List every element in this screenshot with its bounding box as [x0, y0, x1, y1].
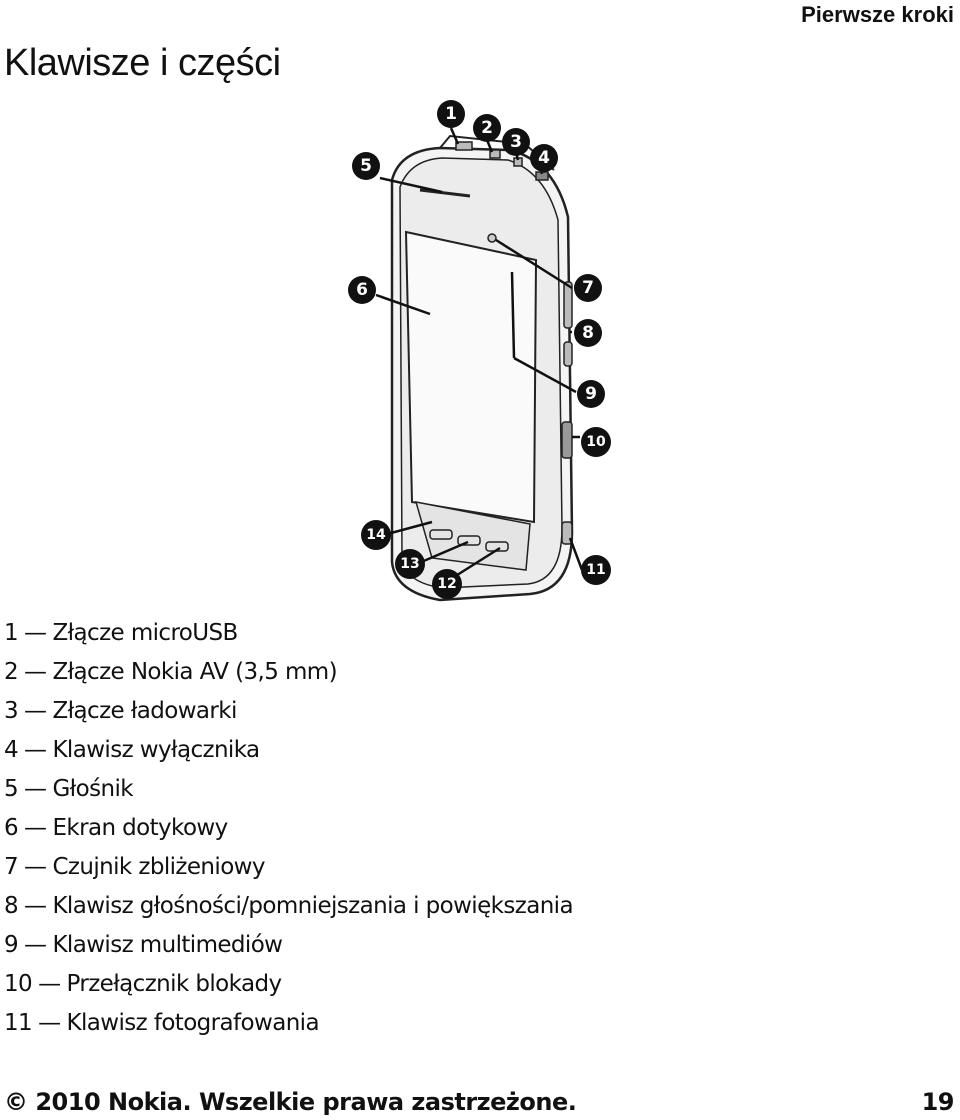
separator: — — [24, 737, 47, 763]
part-label: Klawisz wyłącznika — [52, 737, 260, 763]
separator: — — [38, 971, 61, 997]
page-number: 19 — [921, 1088, 955, 1116]
page-title: Klawisze i części — [4, 42, 281, 84]
svg-text:12: 12 — [437, 576, 456, 592]
part-label: Klawisz fotografowania — [66, 1010, 319, 1036]
list-item: 2—Złącze Nokia AV (3,5 mm) — [4, 653, 573, 692]
part-number: 8 — [4, 893, 19, 919]
svg-text:8: 8 — [582, 323, 594, 343]
svg-text:2: 2 — [481, 118, 493, 138]
list-item: 9—Klawisz multimediów — [4, 926, 573, 965]
callout-5: 5 — [352, 152, 380, 180]
svg-text:6: 6 — [356, 280, 368, 300]
svg-text:14: 14 — [366, 527, 386, 543]
svg-text:10: 10 — [586, 434, 606, 450]
svg-text:1: 1 — [445, 104, 457, 124]
part-number: 5 — [4, 776, 19, 802]
part-number: 1 — [4, 620, 19, 646]
part-number: 7 — [4, 854, 19, 880]
separator: — — [24, 659, 47, 685]
part-label: Złącze Nokia AV (3,5 mm) — [52, 659, 337, 685]
phone-illustration: 1 2 3 4 5 6 7 8 9 10 11 12 13 14 — [348, 100, 611, 602]
separator: — — [24, 893, 47, 919]
separator: — — [24, 815, 47, 841]
callout-8: 8 — [574, 319, 602, 347]
part-label: Czujnik zbliżeniowy — [52, 854, 265, 880]
list-item: 1—Złącze microUSB — [4, 614, 573, 653]
part-number: 10 — [4, 971, 33, 997]
separator: — — [24, 698, 47, 724]
part-number: 9 — [4, 932, 19, 958]
part-number: 2 — [4, 659, 19, 685]
list-item: 3—Złącze ładowarki — [4, 692, 573, 731]
list-item: 7—Czujnik zbliżeniowy — [4, 848, 573, 887]
separator: — — [38, 1010, 61, 1036]
phone-body — [390, 134, 574, 602]
part-label: Przełącznik blokady — [66, 971, 282, 997]
list-item: 11—Klawisz fotografowania — [4, 1004, 573, 1043]
separator: — — [24, 776, 47, 802]
callout-7: 7 — [574, 274, 602, 302]
copyright-text: © 2010 Nokia. Wszelkie prawa zastrzeżone… — [4, 1088, 577, 1116]
svg-text:13: 13 — [400, 556, 419, 572]
svg-text:7: 7 — [582, 278, 594, 298]
callout-4: 4 — [530, 144, 558, 172]
part-label: Złącze ładowarki — [52, 698, 237, 724]
list-item: 4—Klawisz wyłącznika — [4, 731, 573, 770]
part-label: Głośnik — [52, 776, 133, 802]
callout-14: 14 — [361, 520, 391, 550]
separator: — — [24, 854, 47, 880]
part-label: Klawisz multimediów — [52, 932, 283, 958]
parts-list: 1—Złącze microUSB 2—Złącze Nokia AV (3,5… — [4, 614, 574, 1043]
callout-13: 13 — [395, 549, 425, 579]
callout-6: 6 — [348, 276, 376, 304]
list-item: 8—Klawisz głośności/pomniejszania i powi… — [4, 887, 574, 926]
callout-2: 2 — [473, 114, 501, 142]
separator: — — [24, 932, 47, 958]
callout-10: 10 — [581, 427, 611, 457]
separator: — — [24, 620, 47, 646]
part-label: Klawisz głośności/pomniejszania i powięk… — [52, 893, 573, 919]
page-footer: © 2010 Nokia. Wszelkie prawa zastrzeżone… — [4, 1084, 955, 1116]
part-number: 11 — [4, 1010, 33, 1036]
part-label: Ekran dotykowy — [52, 815, 228, 841]
part-number: 4 — [4, 737, 19, 763]
svg-text:9: 9 — [585, 384, 597, 404]
callout-3: 3 — [502, 128, 530, 156]
list-item: 5—Głośnik — [4, 770, 573, 809]
section-header: Pierwsze kroki — [801, 2, 954, 27]
callout-11: 11 — [581, 555, 611, 585]
part-number: 3 — [4, 698, 19, 724]
list-item: 6—Ekran dotykowy — [4, 809, 573, 848]
svg-text:11: 11 — [586, 562, 605, 578]
svg-text:4: 4 — [538, 148, 550, 168]
part-label: Złącze microUSB — [52, 620, 238, 646]
callout-1: 1 — [437, 100, 465, 128]
callout-9: 9 — [577, 380, 605, 408]
svg-text:5: 5 — [360, 156, 372, 176]
part-number: 6 — [4, 815, 19, 841]
callout-12: 12 — [432, 569, 462, 599]
list-item: 10—Przełącznik blokady — [4, 965, 573, 1004]
phone-diagram: 1 2 3 4 5 6 7 8 9 10 11 12 13 14 — [340, 92, 630, 612]
svg-text:3: 3 — [510, 132, 522, 152]
